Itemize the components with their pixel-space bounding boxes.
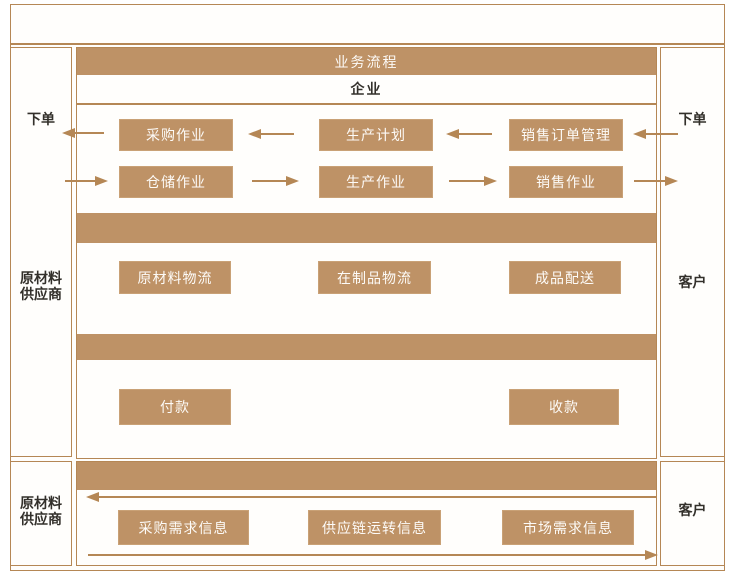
arrow-shaft [642, 133, 678, 135]
arrowhead-left-icon [62, 128, 75, 138]
box-warehouse-operations: 仓储作业 [119, 166, 233, 198]
left-order-label: 下单 [27, 111, 55, 127]
separator-band-2 [77, 334, 656, 360]
arrowhead-left-icon [446, 129, 459, 139]
arrowhead-left-icon [86, 492, 99, 502]
arrow-right-icon [634, 176, 678, 186]
left-supplier-line2: 供应商 [20, 286, 62, 302]
arrowhead-right-icon [286, 176, 299, 186]
arrow-shaft [71, 132, 104, 134]
box-supply-chain-operation-info: 供应链运转信息 [308, 510, 441, 545]
arrow-right-icon [449, 176, 497, 186]
arrow-shaft [95, 496, 657, 498]
box-sales-operations: 销售作业 [509, 166, 623, 198]
arrow-shaft [88, 554, 649, 556]
arrow-shaft [634, 180, 669, 182]
arrow-shaft [252, 180, 290, 182]
arrowhead-right-icon [645, 550, 658, 560]
left-supplier-line1: 原材料 [20, 270, 62, 286]
top-strip-divider [10, 43, 725, 45]
bottom-customer-label: 客户 [678, 502, 707, 518]
bottom-info-panel: 采购需求信息 供应链运转信息 市场需求信息 [76, 461, 657, 566]
bottom-supplier-line2: 供应商 [20, 511, 62, 527]
box-procurement-demand-info: 采购需求信息 [118, 510, 249, 545]
arrow-shaft [65, 180, 99, 182]
arrowhead-right-icon [95, 176, 108, 186]
bottom-supplier-line1: 原材料 [20, 495, 62, 511]
arrow-shaft [449, 180, 488, 182]
box-production-planning: 生产计划 [319, 119, 433, 151]
arrow-left-icon [248, 129, 294, 139]
box-sales-order-management: 销售订单管理 [509, 119, 623, 151]
arrow-left-icon [62, 128, 104, 138]
bottom-separator-band [77, 462, 656, 490]
arrowhead-right-icon [484, 176, 497, 186]
arrowhead-left-icon [248, 129, 261, 139]
arrow-right-icon [252, 176, 299, 186]
right-customer-label: 客户 [678, 274, 707, 290]
main-process-panel: 业务流程 企业 采购作业 生产计划 销售订单管理 仓储作业 生产作业 销售作业 … [76, 47, 657, 459]
bottom-supplier-label: 原材料 供应商 [11, 495, 71, 527]
box-market-demand-info: 市场需求信息 [502, 510, 634, 545]
box-receipt: 收款 [509, 389, 619, 425]
separator-band-1 [77, 213, 656, 243]
right-order-label: 下单 [678, 111, 707, 127]
box-production-operations: 生产作业 [319, 166, 433, 198]
arrow-shaft [257, 133, 294, 135]
box-raw-material-logistics: 原材料物流 [119, 261, 231, 294]
arrowhead-right-icon [665, 176, 678, 186]
bottom-left-column: 原材料 供应商 [10, 461, 72, 566]
arrow-shaft [455, 133, 492, 135]
arrow-right-icon [65, 176, 108, 186]
bottom-right-column: 客户 [660, 461, 725, 566]
arrowhead-left-icon [633, 129, 646, 139]
box-finished-goods-delivery: 成品配送 [509, 261, 621, 294]
left-supplier-label: 原材料 供应商 [11, 270, 71, 302]
arrow-left-icon [446, 129, 492, 139]
arrow-left-icon [633, 129, 678, 139]
process-title-band: 业务流程 [77, 48, 656, 75]
box-wip-logistics: 在制品物流 [318, 261, 431, 294]
info-flow-arrow-right-icon [88, 550, 658, 560]
main-right-column: 下单 客户 [660, 47, 725, 457]
box-procurement-operations: 采购作业 [119, 119, 233, 151]
box-payment: 付款 [119, 389, 231, 425]
info-flow-arrow-left-icon [86, 492, 657, 502]
enterprise-row: 企业 [77, 75, 656, 105]
main-left-column: 下单 原材料 供应商 [10, 47, 72, 457]
